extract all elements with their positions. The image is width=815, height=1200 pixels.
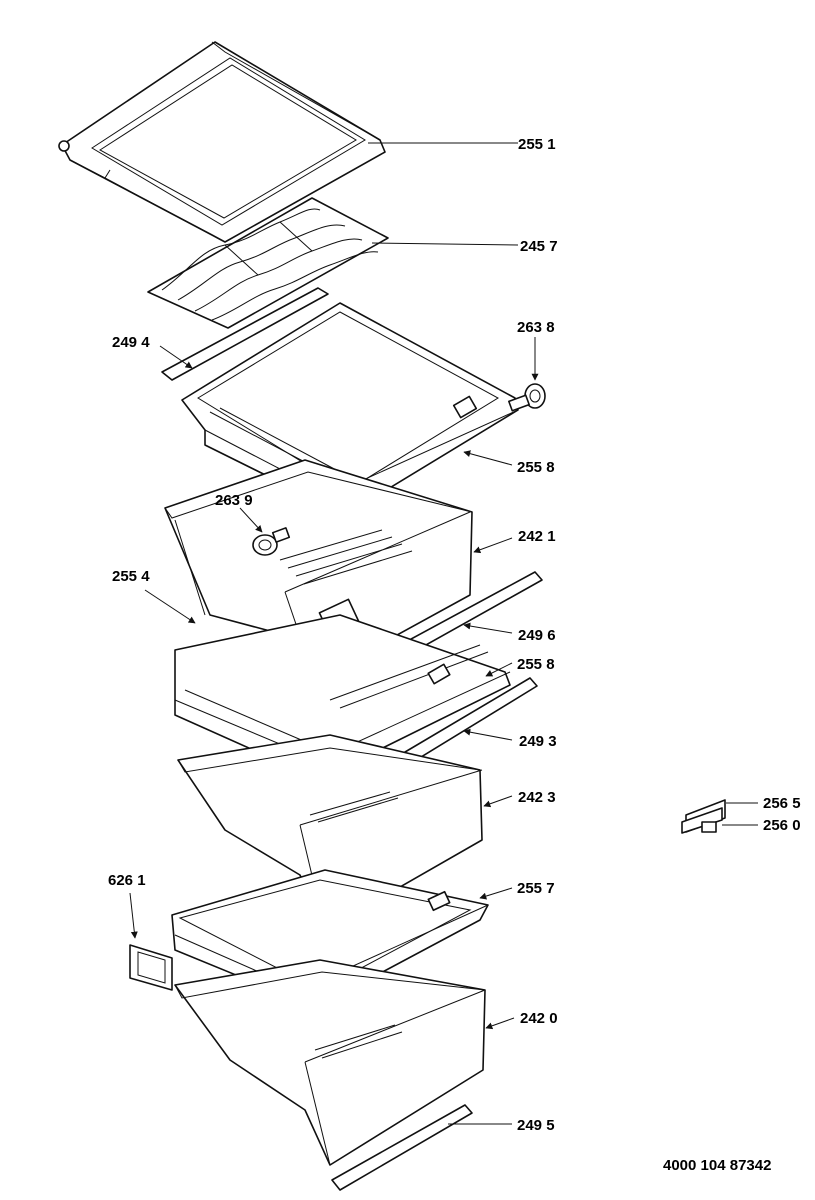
label-2457: 245 7 [520,238,558,255]
label-2421: 242 1 [518,528,556,545]
label-2493: 249 3 [519,733,557,750]
label-2551: 255 1 [518,136,556,153]
leader-2493 [463,728,513,741]
label-2638: 263 8 [517,319,555,336]
trim-strip-2494-part [161,287,329,381]
label-2496: 249 6 [518,627,556,644]
top-glass-shelf-part [58,41,386,243]
label-6261: 626 1 [108,872,146,889]
label-2639: 263 9 [215,492,253,509]
crisper-cover-middle-part [174,614,511,781]
label-2420: 242 0 [520,1010,558,1027]
label-2558a: 255 8 [517,459,555,476]
leader-2420 [485,1017,515,1030]
label-2554: 255 4 [112,568,150,585]
rail-2495-part [331,1104,473,1191]
leader-2421 [473,537,513,554]
bottom-crisper-drawer-part [174,959,486,1166]
crisper-cover-upper-part [181,302,519,516]
label-2557: 255 7 [517,880,555,897]
leader-6261 [129,892,138,939]
leader-2496 [463,622,513,634]
document-number: 4000 104 87342 [663,1157,771,1174]
label-2560: 256 0 [763,817,801,834]
roller-2638-part [508,383,546,412]
leader-2554 [144,589,196,624]
leader-2457 [371,242,519,246]
leader-2558b [485,662,513,677]
part-labels: 255 1 245 7 249 4 263 8 255 8 263 9 242 … [108,136,801,1174]
label-2565: 256 5 [763,795,801,812]
clip-parts [681,799,726,834]
wine-rack-part [147,197,389,329]
leader-2423 [483,795,513,808]
leader-2494 [159,345,193,369]
label-2494: 249 4 [112,334,150,351]
leader-2558a [463,450,513,466]
label-2423: 242 3 [518,789,556,806]
roller-2639-part [252,527,291,556]
leader-2557 [479,887,513,900]
leader-2639 [239,507,263,533]
label-2558b: 255 8 [517,656,555,673]
label-2495: 249 5 [517,1117,555,1134]
leader-lines [129,142,758,1125]
label-plate-part [129,944,173,991]
